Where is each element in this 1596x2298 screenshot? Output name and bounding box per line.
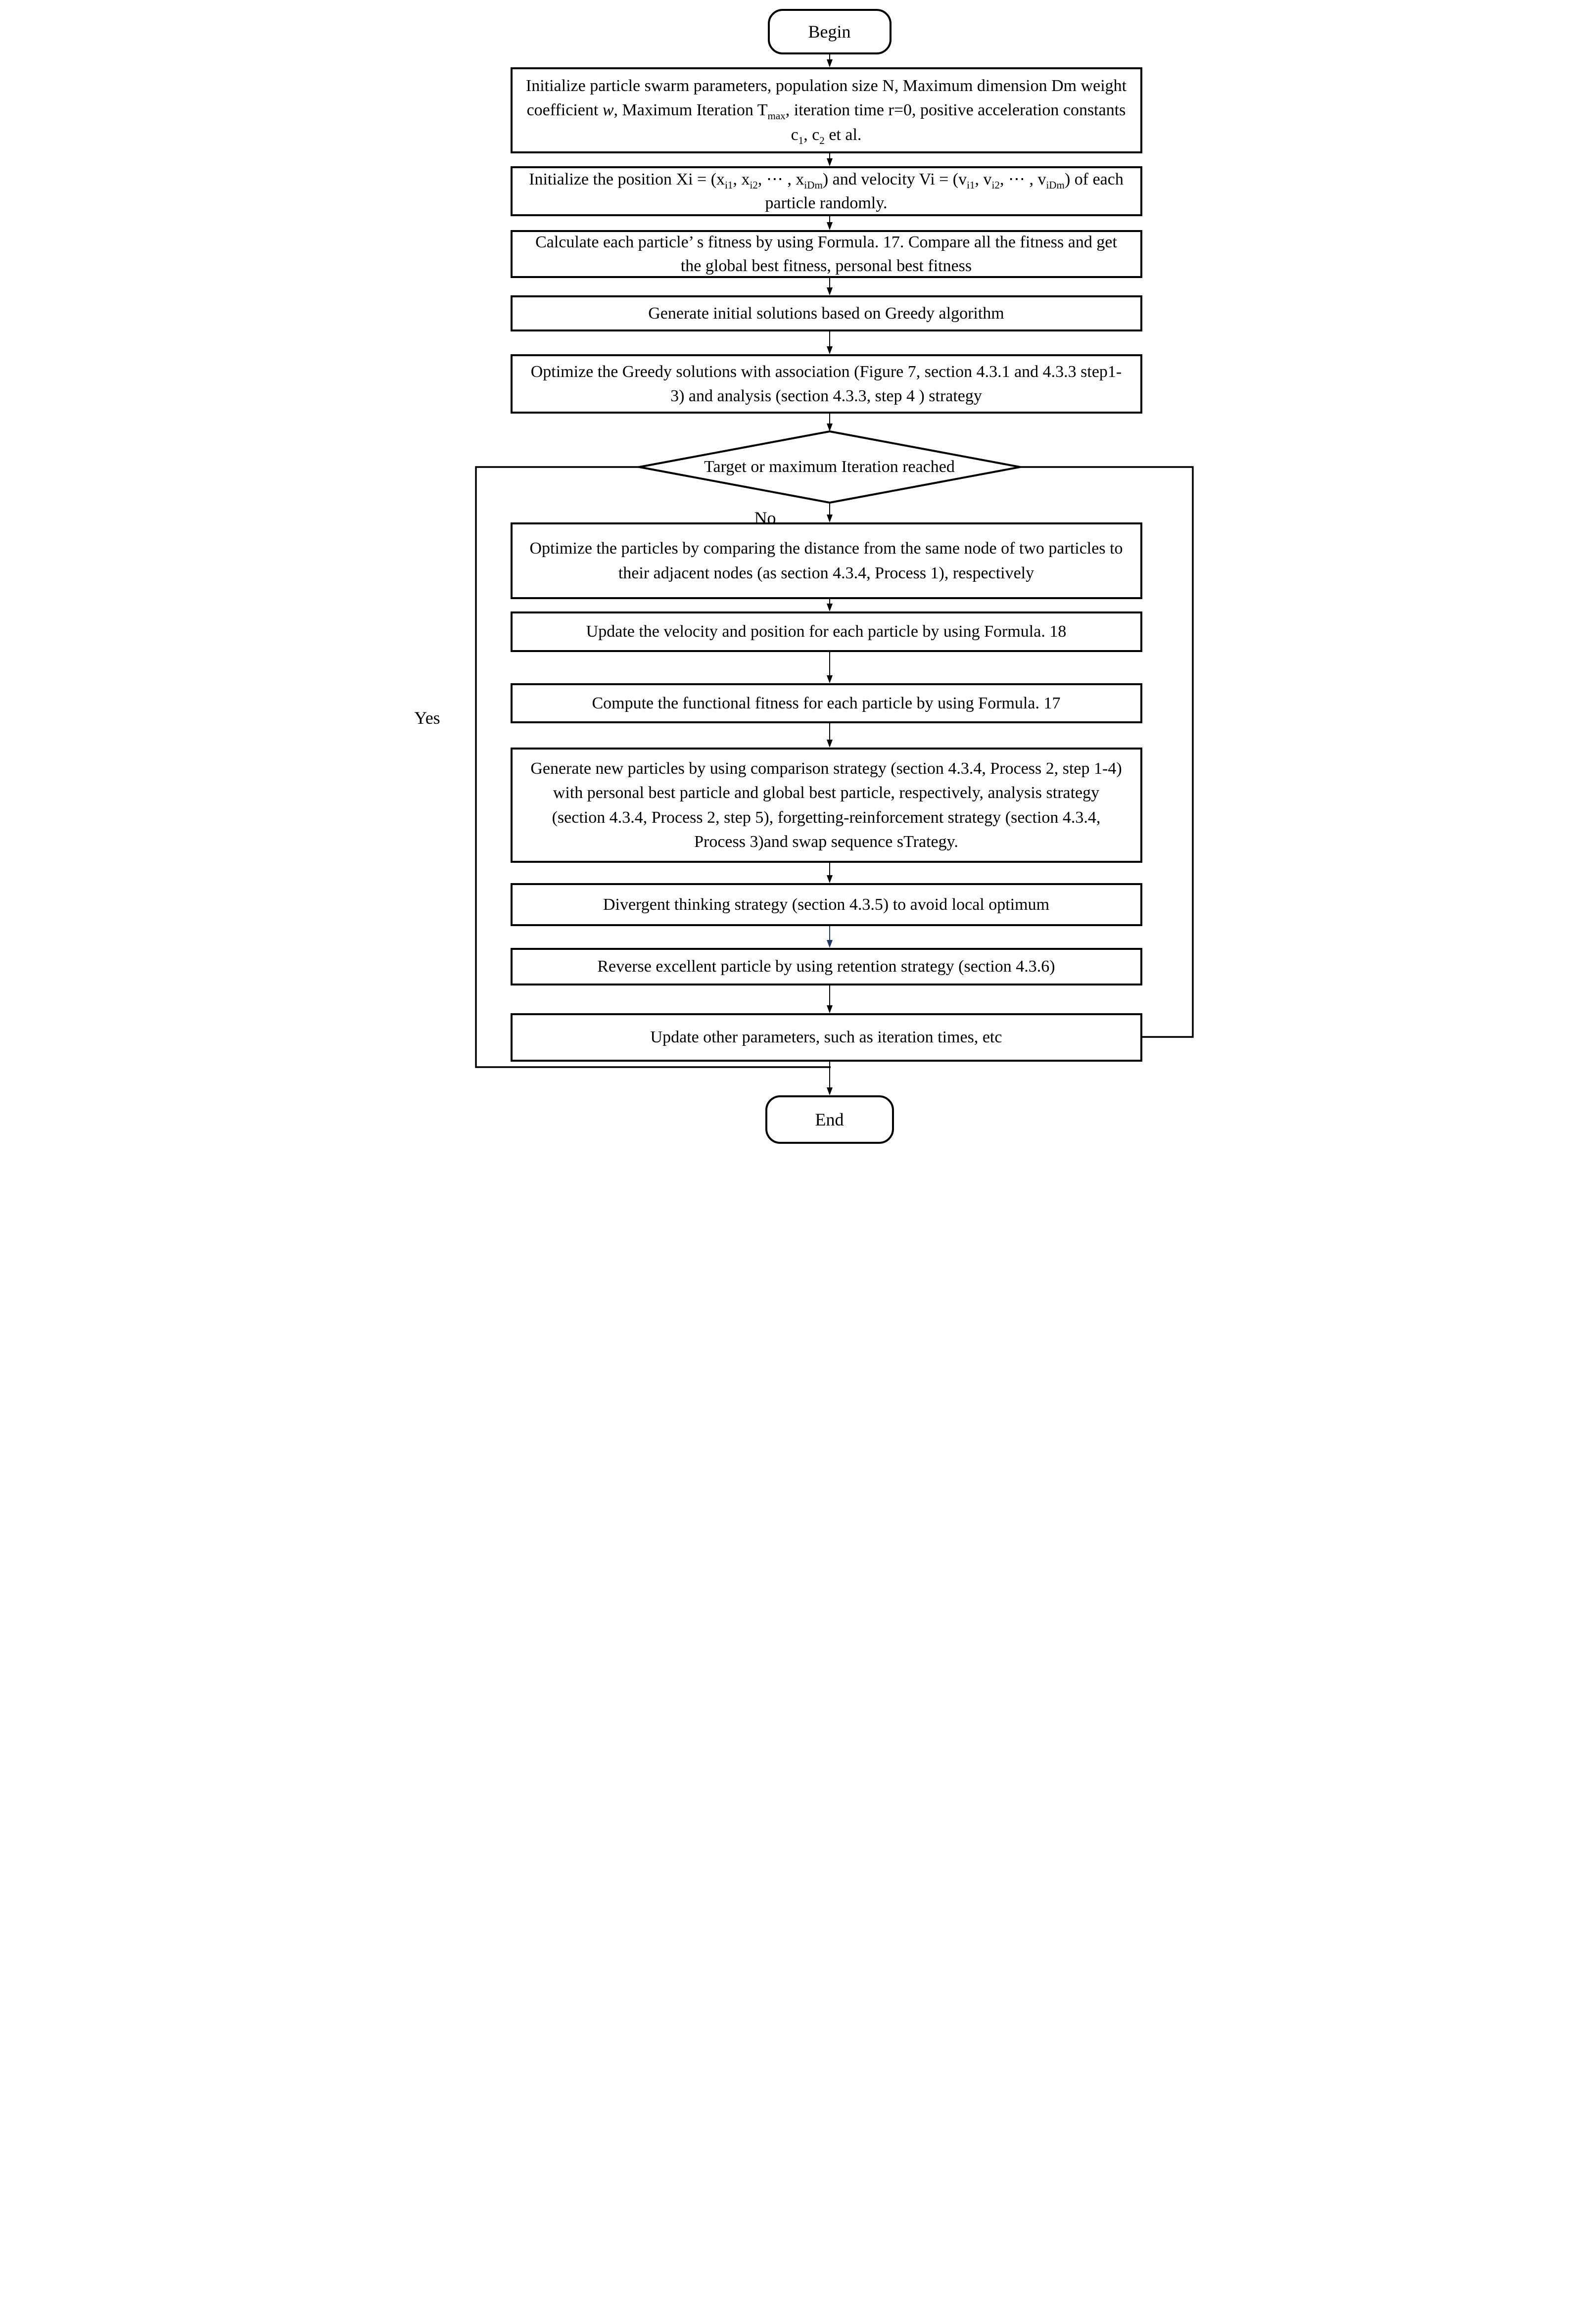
decision-diamond (639, 430, 1020, 504)
begin-label: Begin (808, 21, 851, 42)
generate-new-particles-text: Generate new particles by using comparis… (530, 759, 1122, 851)
node-calculate-fitness: Calculate each particle’ s fitness by us… (510, 230, 1142, 278)
update-other-parameters-text: Update other parameters, such as iterati… (650, 1028, 1002, 1047)
edge-label-yes: Yes (414, 708, 440, 728)
yes-branch-line (474, 466, 831, 1068)
flowchart: Begin Initialize particle swarm paramete… (399, 0, 1197, 1149)
arrow-optimize-greedy-to-decision (826, 414, 833, 431)
end-label: End (815, 1109, 844, 1129)
node-optimize-greedy-solutions: Optimize the Greedy solutions with assoc… (510, 354, 1142, 414)
node-compute-functional-fitness: Compute the functional fitness for each … (510, 683, 1142, 723)
optimize-greedy-solutions-text: Optimize the Greedy solutions with assoc… (530, 362, 1122, 405)
node-optimize-particles: Optimize the particles by comparing the … (510, 522, 1142, 599)
arrow-generate-new-to-divergent (826, 863, 833, 883)
node-reverse-excellent-particle: Reverse excellent particle by using rete… (510, 948, 1142, 985)
arrow-reverse-to-update-params (826, 985, 833, 1013)
arrow-decision-no-to-optimize-particles (826, 503, 833, 522)
node-update-other-parameters: Update other parameters, such as iterati… (510, 1013, 1142, 1062)
arrow-optimize-particles-to-update-velocity (826, 599, 833, 611)
node-update-velocity-position: Update the velocity and position for eac… (510, 611, 1142, 652)
flow-connectors (474, 54, 1194, 1095)
initialize-position-velocity-text: Initialize the position Xi = (xi1, xi2, … (529, 170, 1124, 212)
decision-text: Target or maximum Iteration reached (704, 458, 955, 476)
loop-back-line (1020, 466, 1194, 1038)
arrow-compute-fitness-to-generate-new (826, 723, 833, 748)
optimize-particles-text: Optimize the particles by comparing the … (529, 539, 1123, 582)
arrow-update-velocity-to-compute-fitness (826, 652, 833, 683)
reverse-excellent-particle-text: Reverse excellent particle by using rete… (597, 957, 1055, 976)
node-begin: Begin (767, 9, 892, 54)
node-initialize-parameters: Initialize particle swarm parameters, po… (510, 67, 1142, 153)
divergent-thinking-text: Divergent thinking strategy (section 4.3… (603, 895, 1050, 914)
node-generate-new-particles: Generate new particles by using comparis… (510, 748, 1142, 863)
arrow-generate-initial-to-optimize-greedy (826, 331, 833, 354)
arrow-init-params-to-init-position (826, 153, 833, 166)
update-velocity-position-text: Update the velocity and position for eac… (586, 622, 1067, 641)
initialize-parameters-text: Initialize particle swarm parameters, po… (525, 77, 1127, 146)
compute-functional-fitness-text: Compute the functional fitness for each … (592, 694, 1061, 712)
arrow-calc-fitness-to-generate-initial (826, 278, 833, 295)
node-end: End (765, 1095, 894, 1144)
node-generate-initial-solutions: Generate initial solutions based on Gree… (510, 295, 1142, 331)
arrow-begin-to-init-params (826, 54, 833, 67)
arrow-init-position-to-calc-fitness (826, 216, 833, 230)
generate-initial-solutions-text: Generate initial solutions based on Gree… (648, 304, 1004, 323)
arrow-update-params-to-end (826, 1062, 833, 1095)
decision-label-wrap: Target or maximum Iteration reached (657, 431, 1003, 503)
calculate-fitness-text: Calculate each particle’ s fitness by us… (535, 233, 1117, 275)
node-divergent-thinking: Divergent thinking strategy (section 4.3… (510, 883, 1142, 926)
node-initialize-position-velocity: Initialize the position Xi = (xi1, xi2, … (510, 166, 1142, 216)
arrow-divergent-to-reverse (826, 926, 833, 948)
